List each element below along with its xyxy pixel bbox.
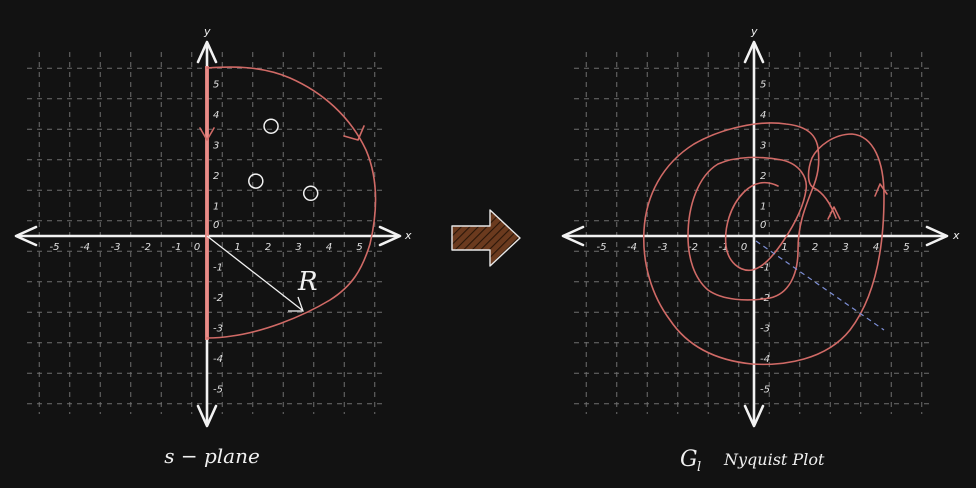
x-tick-label: -1 bbox=[719, 242, 729, 253]
x-tick-label: -1 bbox=[172, 242, 182, 253]
y-tick-label: 5 bbox=[213, 80, 219, 91]
pole-marker bbox=[248, 173, 264, 189]
radius-vector bbox=[206, 235, 303, 311]
x-tick-label: 0 bbox=[741, 242, 747, 253]
y-tick-label: -3 bbox=[760, 324, 770, 335]
pole-marker bbox=[263, 118, 279, 134]
nyquist-caption-text: Nyquist Plot bbox=[723, 450, 825, 469]
s-plane-y-tick-labels: 5 4 3 2 1 0 -1 -2 -3 -4 -5 bbox=[213, 80, 223, 396]
contour-direction-arrow-right bbox=[343, 125, 365, 141]
x-tick-label: 5 bbox=[356, 242, 362, 253]
x-tick-label: -2 bbox=[688, 242, 698, 253]
x-tick-label: -3 bbox=[111, 242, 121, 253]
pole-markers bbox=[248, 118, 319, 202]
spiral-direction-arrow-outer bbox=[874, 183, 888, 197]
mapping-arrow bbox=[451, 209, 521, 267]
radius-label: R bbox=[297, 267, 318, 297]
nyquist-y-axis bbox=[743, 40, 765, 428]
y-tick-label: 4 bbox=[213, 110, 219, 121]
nyquist-x-tick-labels: -5 -4 -3 -2 -1 0 1 2 3 4 5 bbox=[597, 242, 910, 253]
y-tick-label: 0 bbox=[213, 220, 219, 231]
nyquist-caption-symbol: G bbox=[680, 447, 698, 472]
nyquist-spiral bbox=[642, 122, 885, 366]
pole-marker bbox=[302, 185, 319, 202]
y-tick-label: -4 bbox=[760, 354, 770, 365]
nyquist-caption-subscript: l bbox=[697, 460, 701, 475]
s-plane-x-axis-label: x bbox=[404, 229, 412, 242]
x-tick-label: 1 bbox=[234, 242, 240, 253]
spiral-direction-arrow-inner bbox=[827, 206, 841, 220]
nyquist-x-axis-label: x bbox=[952, 229, 960, 242]
x-tick-label: -5 bbox=[50, 242, 60, 253]
x-tick-label: -5 bbox=[597, 242, 607, 253]
y-tick-label: -1 bbox=[760, 263, 770, 274]
x-tick-label: 4 bbox=[326, 242, 332, 253]
nyquist-contour-semicircle bbox=[206, 66, 377, 339]
s-plane-caption: s − plane bbox=[164, 444, 260, 468]
x-tick-label: 3 bbox=[295, 242, 301, 253]
y-tick-label: 4 bbox=[760, 110, 766, 121]
x-tick-label: -2 bbox=[141, 242, 151, 253]
x-tick-label: -4 bbox=[627, 242, 637, 253]
y-tick-label: 2 bbox=[760, 171, 766, 182]
x-tick-label: 1 bbox=[781, 242, 787, 253]
y-tick-label: -5 bbox=[213, 385, 223, 396]
dashed-reference-line bbox=[755, 240, 885, 331]
x-tick-label: 5 bbox=[903, 242, 909, 253]
s-plane-y-axis-label: y bbox=[203, 25, 211, 38]
y-tick-label: -4 bbox=[213, 354, 223, 365]
x-tick-label: 2 bbox=[812, 242, 818, 253]
x-tick-label: 4 bbox=[873, 242, 879, 253]
y-tick-label: 1 bbox=[213, 202, 219, 213]
nyquist-y-axis-label: y bbox=[750, 25, 758, 38]
y-tick-label: 0 bbox=[760, 220, 766, 231]
y-tick-label: 2 bbox=[213, 171, 219, 182]
contour-direction-arrow-up bbox=[199, 127, 215, 141]
x-tick-label: 3 bbox=[842, 242, 848, 253]
x-tick-label: 2 bbox=[265, 242, 271, 253]
radius-arrowhead bbox=[288, 296, 304, 312]
y-tick-label: 3 bbox=[760, 141, 766, 152]
x-tick-label: -3 bbox=[658, 242, 668, 253]
s-plane-x-tick-labels: -5 -4 -3 -2 -1 0 1 2 3 4 5 bbox=[50, 242, 363, 253]
y-tick-label: -1 bbox=[213, 263, 223, 274]
y-tick-label: -3 bbox=[213, 324, 223, 335]
y-tick-label: -5 bbox=[760, 385, 770, 396]
y-tick-label: 1 bbox=[760, 202, 766, 213]
x-tick-label: -4 bbox=[80, 242, 90, 253]
x-tick-label: 0 bbox=[194, 242, 200, 253]
y-tick-label: 5 bbox=[760, 80, 766, 91]
y-tick-label: 3 bbox=[213, 141, 219, 152]
y-tick-label: -2 bbox=[213, 293, 223, 304]
